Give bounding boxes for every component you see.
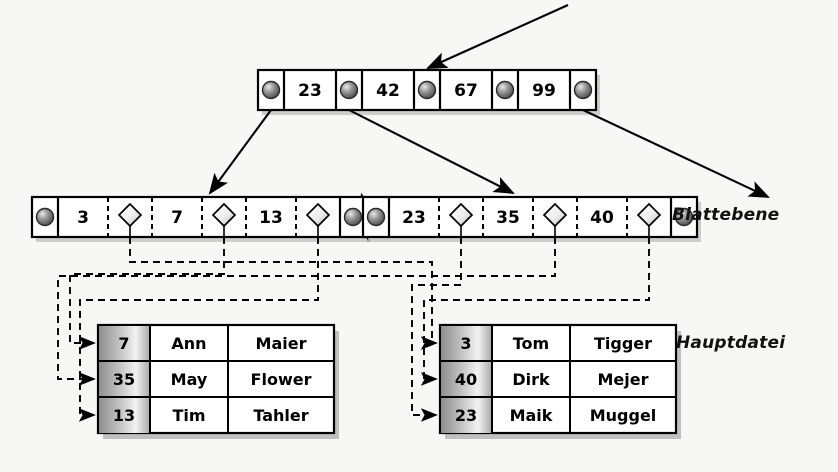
row-last-name: Tigger xyxy=(594,334,652,353)
label-blattebene: Blattebene xyxy=(672,205,780,225)
dashed-link-key-40 xyxy=(420,237,650,386)
root-to-leaf-left-arrow xyxy=(208,109,272,195)
main-file-table-right[interactable]: 3 Tom Tigger 40 Dirk Mejer 23 Maik Muggel xyxy=(438,323,681,439)
root-cell-3[interactable]: 42 xyxy=(360,70,400,110)
key-value: 13 xyxy=(259,208,283,228)
label-hauptdatei: Hauptdatei xyxy=(676,333,786,353)
root-cell-2[interactable] xyxy=(334,70,359,110)
row-first-name: Tom xyxy=(513,334,549,353)
root-cell-7[interactable]: 99 xyxy=(516,70,556,110)
row-last-name: Mejer xyxy=(598,370,649,389)
row-last-name: Maier xyxy=(256,334,307,353)
key-value: 35 xyxy=(496,208,520,228)
leaf-right-cell-4[interactable] xyxy=(532,197,568,237)
root-cell-8[interactable] xyxy=(568,70,593,110)
key-value: 40 xyxy=(590,208,614,228)
table-row[interactable]: 23 Maik Muggel xyxy=(440,396,676,433)
row-first-name: May xyxy=(171,370,208,389)
leaf-left-cell-3[interactable]: 7 xyxy=(151,197,183,237)
solid-arrow-group xyxy=(208,4,770,198)
root-cell-5[interactable]: 67 xyxy=(438,70,478,110)
pointer-dot-icon xyxy=(35,207,55,227)
row-first-name: Ann xyxy=(171,334,206,353)
leaf-left-cell-4[interactable] xyxy=(201,197,237,237)
dashed-link-key-35 xyxy=(57,237,556,386)
row-key: 3 xyxy=(460,334,471,353)
row-key: 23 xyxy=(455,406,477,425)
table-row[interactable]: 13 Tim Tahler xyxy=(98,396,334,433)
pointer-dot-icon xyxy=(261,80,281,100)
root-cell-0[interactable] xyxy=(261,80,281,100)
leaf-node-right[interactable]: 23 35 40 xyxy=(361,195,701,242)
leaf-left-cell-1[interactable]: 3 xyxy=(56,197,89,237)
key-value: 23 xyxy=(402,208,426,228)
table-row[interactable]: 40 Dirk Mejer xyxy=(440,360,676,397)
pointer-dot-icon xyxy=(674,207,694,227)
table-row[interactable]: 35 May Flower xyxy=(98,360,334,397)
key-value: 7 xyxy=(171,208,183,228)
row-key: 13 xyxy=(113,406,135,425)
dashed-link-key-13 xyxy=(78,237,319,422)
root-cell-4[interactable] xyxy=(412,70,437,110)
leaf-right-cell-0[interactable] xyxy=(366,207,386,227)
key-value: 3 xyxy=(77,208,89,228)
dashed-link-key-3 xyxy=(129,237,438,350)
root-cell-6[interactable] xyxy=(490,70,515,110)
leaf-left-cell-2[interactable] xyxy=(107,197,143,237)
leaf-right-cell-7[interactable] xyxy=(669,197,694,237)
dashed-pointer-group xyxy=(57,237,650,422)
key-value: 99 xyxy=(532,81,556,101)
root-index-node[interactable]: 23 42 67 99 xyxy=(256,68,600,115)
leaf-right-cell-5[interactable]: 40 xyxy=(576,197,614,237)
key-value: 23 xyxy=(298,81,322,101)
key-value: 42 xyxy=(376,81,400,101)
row-first-name: Tim xyxy=(172,406,205,425)
leaf-left-cell-5[interactable]: 13 xyxy=(245,197,283,237)
root-cell-1[interactable]: 23 xyxy=(282,70,322,110)
dashed-link-key-23 xyxy=(411,237,462,422)
leaf-left-cell-6[interactable] xyxy=(295,197,331,237)
row-key: 7 xyxy=(118,334,129,353)
leaf-left-cell-0[interactable] xyxy=(35,207,55,227)
row-last-name: Tahler xyxy=(253,406,308,425)
key-value: 67 xyxy=(454,81,478,101)
pointer-dot-icon xyxy=(366,207,386,227)
row-last-name: Flower xyxy=(251,370,312,389)
dashed-link-key-7 xyxy=(69,237,225,350)
leaf-right-cell-2[interactable] xyxy=(438,197,474,237)
pointer-dot-icon xyxy=(417,80,437,100)
pointer-dot-icon xyxy=(573,80,593,100)
root-to-outside-arrow xyxy=(582,109,770,198)
leaf-right-cell-6[interactable] xyxy=(626,197,662,237)
main-file-table-left[interactable]: 7 Ann Maier 35 May Flower 13 Tim Tahler xyxy=(96,323,339,439)
row-first-name: Dirk xyxy=(512,370,550,389)
table-row[interactable]: 3 Tom Tigger xyxy=(441,325,652,361)
pointer-dot-icon xyxy=(343,207,363,227)
row-first-name: Maik xyxy=(510,406,553,425)
pointer-dot-icon xyxy=(495,80,515,100)
leaf-right-cell-3[interactable]: 35 xyxy=(482,197,520,237)
pointer-dot-icon xyxy=(339,80,359,100)
leaf-node-left[interactable]: 3 7 13 xyxy=(30,195,370,242)
root-to-leaf-right-arrow xyxy=(348,109,515,194)
row-key: 35 xyxy=(113,370,135,389)
row-last-name: Muggel xyxy=(590,406,657,425)
row-key: 40 xyxy=(455,370,477,389)
incoming-root-arrow xyxy=(426,4,569,69)
table-row[interactable]: 7 Ann Maier xyxy=(99,325,307,361)
leaf-right-cell-1[interactable]: 23 xyxy=(387,197,426,237)
